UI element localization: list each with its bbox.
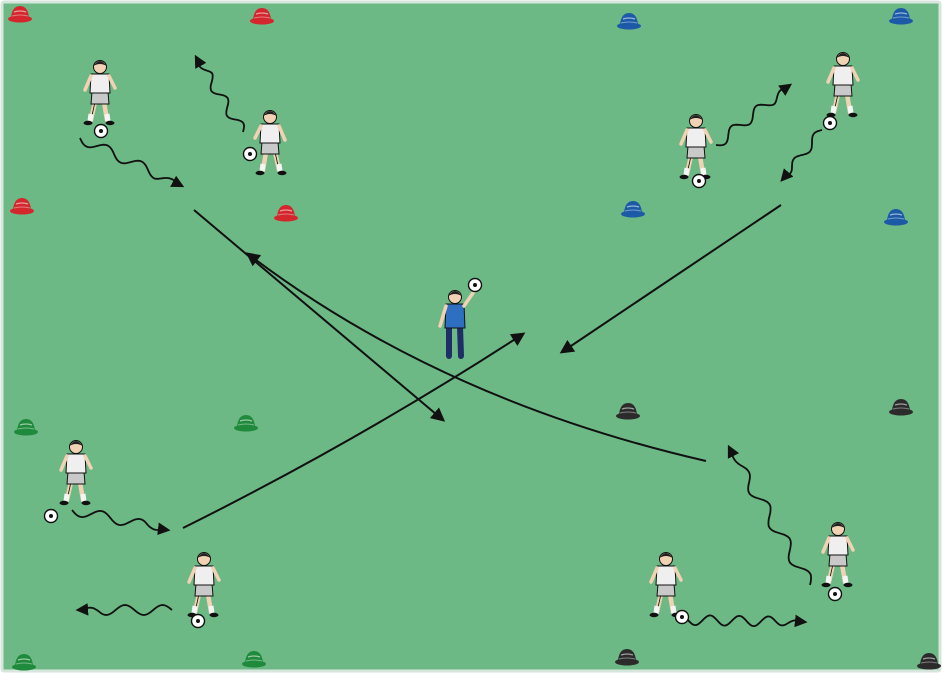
pitch-surface bbox=[2, 2, 940, 671]
drill-diagram bbox=[0, 0, 942, 673]
